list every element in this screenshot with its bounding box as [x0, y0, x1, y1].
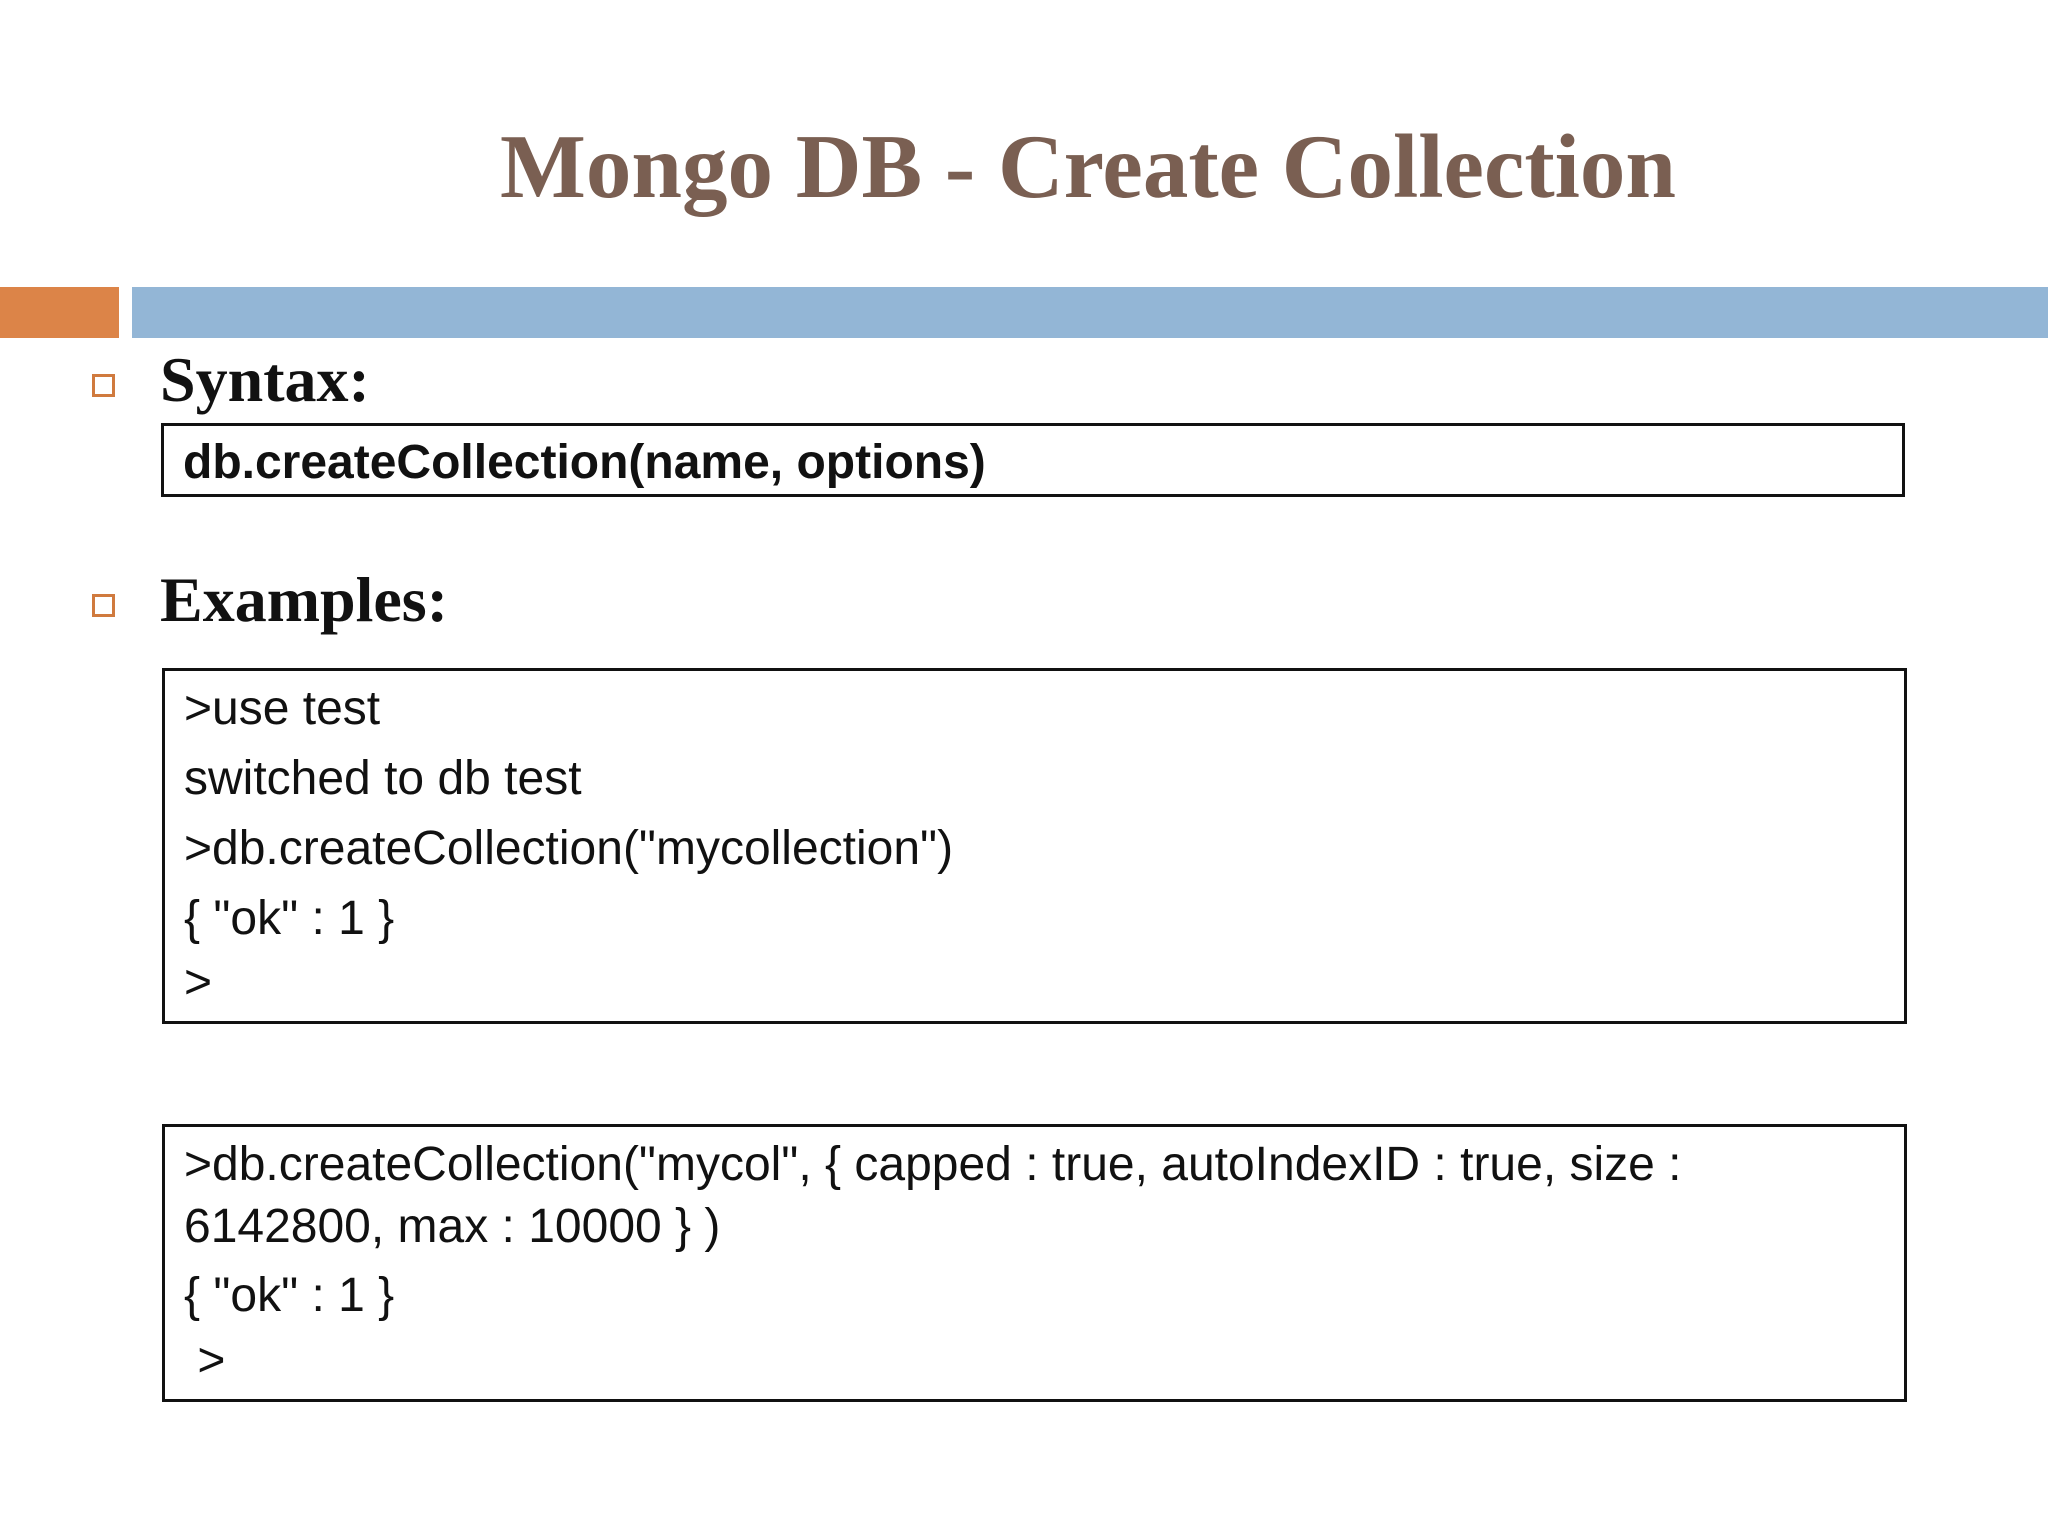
example-2-line: >	[184, 1334, 226, 1387]
example-1-line: >use test	[184, 682, 381, 735]
header-bar	[132, 287, 2048, 338]
example-1-line: { "ok" : 1 }	[184, 892, 395, 945]
example-1-line: >	[184, 956, 213, 1009]
example-2-line: 6142800, max : 10000 } )	[184, 1200, 721, 1253]
syntax-label: Syntax:	[160, 344, 370, 415]
syntax-code: db.createCollection(name, options)	[183, 436, 986, 489]
syntax-box: db.createCollection(name, options)	[161, 423, 1905, 497]
example-1-box: >use test switched to db test >db.create…	[162, 668, 1907, 1024]
examples-label: Examples:	[160, 564, 448, 635]
example-2-line: { "ok" : 1 }	[184, 1269, 395, 1322]
accent-bar	[0, 287, 119, 338]
slide-title: Mongo DB - Create Collection	[500, 116, 1677, 217]
bullet-square-icon	[92, 374, 115, 397]
bullet-square-icon	[92, 594, 115, 617]
example-1-line: >db.createCollection("mycollection")	[184, 822, 954, 875]
example-1-line: switched to db test	[184, 752, 582, 805]
example-2-line: >db.createCollection("mycol", { capped :…	[184, 1138, 1682, 1191]
example-2-box: >db.createCollection("mycol", { capped :…	[162, 1124, 1907, 1402]
